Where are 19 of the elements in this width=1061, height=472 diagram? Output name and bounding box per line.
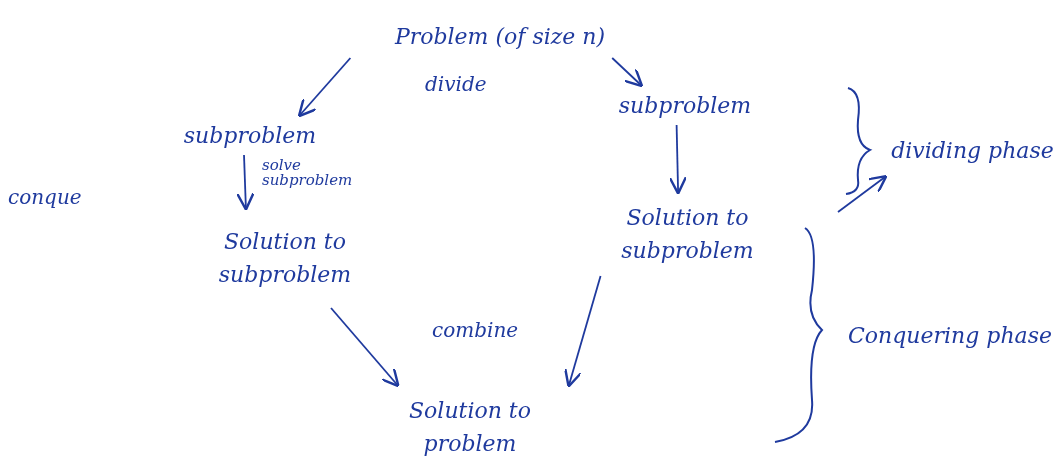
node-text: Conquering phase — [848, 321, 1052, 350]
node-text: Problem (of size n) — [394, 22, 606, 51]
node-text: subproblem — [618, 91, 752, 120]
text-label: divide — [425, 72, 487, 96]
arrow — [330, 307, 400, 388]
text-label: conque — [8, 185, 82, 209]
arrow — [837, 174, 888, 213]
node-text: Solution to problem — [408, 397, 532, 458]
node-text: Solution to subproblem — [217, 228, 353, 289]
edge-label: solve subproblem — [262, 158, 354, 188]
node-text: subproblem — [183, 121, 317, 150]
node-text: dividing phase — [891, 136, 1054, 165]
node-text: Solution to subproblem — [620, 204, 755, 265]
arrow — [297, 57, 352, 118]
arrow — [564, 275, 602, 388]
arrow — [236, 154, 255, 211]
text-label: combine — [432, 318, 519, 342]
arrow — [668, 124, 688, 195]
arrow — [611, 57, 644, 88]
